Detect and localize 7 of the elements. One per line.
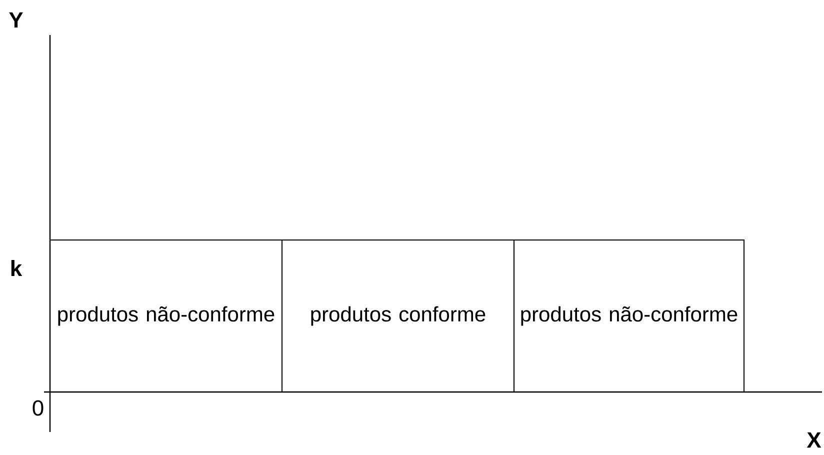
axis-tick-label: k [11, 260, 22, 276]
axis-label: Y [9, 12, 23, 28]
region-box: produtos não-conforme [50, 240, 282, 392]
axis-tick-label: 0 [32, 400, 44, 416]
region-box: produtos não-conforme [514, 240, 744, 392]
region-box: produtos conforme [282, 240, 514, 392]
axis-label: X [806, 432, 822, 448]
